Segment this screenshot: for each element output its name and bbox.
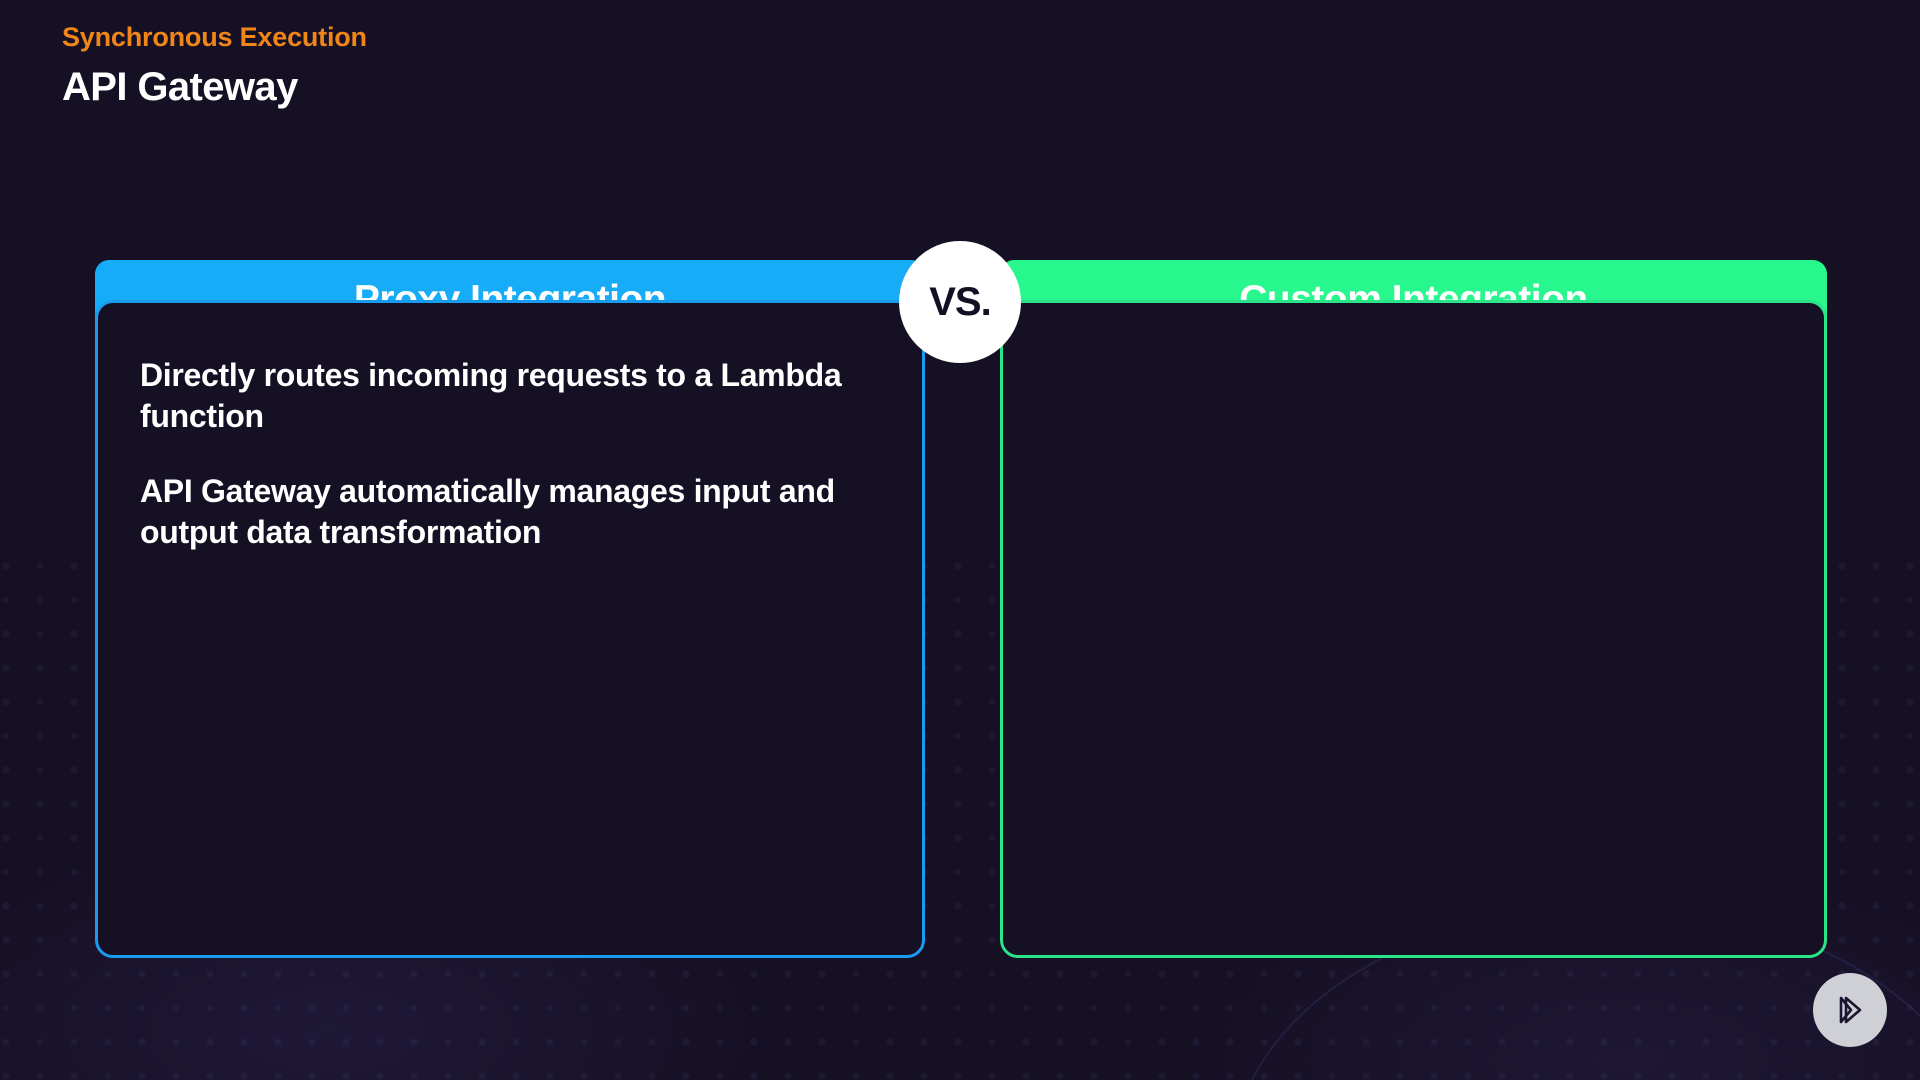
versus-badge: VS.	[899, 241, 1021, 363]
comparison-column-proxy-integration: Proxy Integration Directly routes incomi…	[95, 260, 925, 958]
column-body-proxy-integration: Directly routes incoming requests to a L…	[95, 300, 925, 958]
comparison-column-custom-integration: Custom Integration	[1000, 260, 1827, 958]
brand-watermark	[1813, 973, 1887, 1047]
versus-label: VS.	[929, 279, 991, 324]
bullet-item: Directly routes incoming requests to a L…	[140, 357, 842, 434]
bullet-item: API Gateway automatically manages input …	[140, 472, 835, 550]
section-eyebrow: Synchronous Execution	[62, 22, 367, 52]
page-title: API Gateway	[62, 65, 298, 110]
column-body-custom-integration	[1000, 300, 1827, 958]
double-play-forward-icon	[1839, 996, 1862, 1024]
slide-header: Synchronous Execution API Gateway	[62, 22, 367, 111]
